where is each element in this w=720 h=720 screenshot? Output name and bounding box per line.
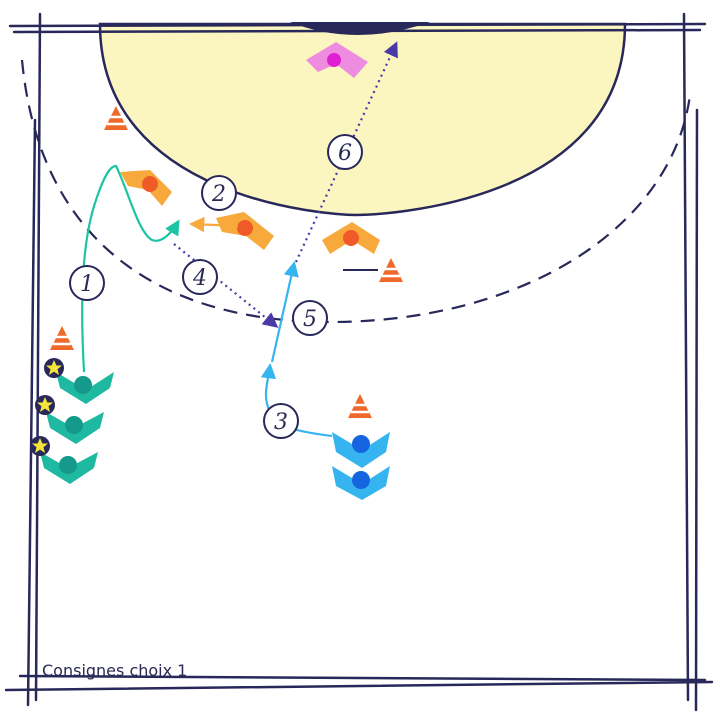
step-badge-6: 6 xyxy=(327,134,363,170)
defender-center xyxy=(216,212,274,250)
cone-icon xyxy=(379,258,403,282)
step-badge-1: 1 xyxy=(69,265,105,301)
path-6-purple-shot xyxy=(295,41,398,263)
step-badge-2: 2 xyxy=(201,175,237,211)
path-4-purple-pass xyxy=(173,243,279,328)
attacker-teal-2 xyxy=(46,412,104,444)
attacker-blue-1 xyxy=(332,432,390,468)
cone-icon xyxy=(348,394,372,418)
path-5-cyan-run xyxy=(270,260,299,363)
cone-icon xyxy=(104,106,128,130)
star-icon xyxy=(44,358,64,378)
cone-icon xyxy=(50,326,74,350)
defender-left xyxy=(120,170,172,206)
star-icon xyxy=(30,436,50,456)
step-label: 1 xyxy=(80,272,94,297)
star-icon xyxy=(35,395,55,415)
diagram-caption: Consignes choix 1 xyxy=(42,661,187,680)
step-badge-5: 5 xyxy=(292,300,328,336)
step-label: 2 xyxy=(211,182,226,207)
court-boundary xyxy=(4,12,714,712)
goalkeeper-player xyxy=(306,42,368,78)
defender-right xyxy=(322,222,380,254)
step-badge-4: 4 xyxy=(182,259,218,295)
attacker-teal-3 xyxy=(40,452,98,484)
step-label: 6 xyxy=(338,141,352,166)
attacker-teal-1 xyxy=(56,372,114,404)
step-label: 4 xyxy=(192,266,207,291)
attacker-blue-2 xyxy=(332,466,390,500)
path-2-orange-pass xyxy=(188,216,239,233)
step-badge-3: 3 xyxy=(263,403,299,439)
step-label: 3 xyxy=(274,410,288,435)
free-throw-line xyxy=(20,59,692,324)
step-label: 5 xyxy=(303,307,317,332)
